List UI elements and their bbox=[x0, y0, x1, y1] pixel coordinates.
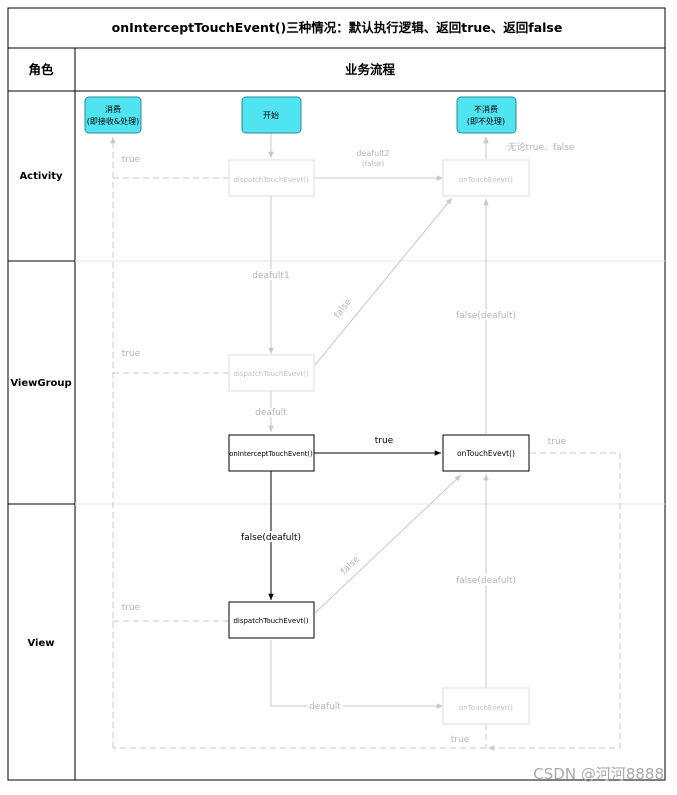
watermark: CSDN @河河8888 bbox=[533, 765, 664, 783]
node-not-consume-sublabel: (即不处理) bbox=[467, 116, 505, 126]
edge-vg-ontouch-true-loop bbox=[488, 452, 621, 751]
node-start bbox=[241, 96, 302, 134]
node-vg-dispatch bbox=[228, 354, 315, 392]
edge-label-vg-ontouch-true: true bbox=[548, 437, 567, 447]
node-view-dispatch-label: dispatchTouchEvevt() bbox=[233, 617, 308, 625]
edge-label-intercept-true: true bbox=[375, 436, 394, 446]
node-vg-intercept bbox=[228, 434, 315, 472]
lane-label-viewgroup: ViewGroup bbox=[10, 378, 71, 389]
node-view-ontouch-label: onTouchEvevt() bbox=[459, 704, 513, 712]
node-view-dispatch bbox=[228, 601, 315, 639]
diagram-title: onInterceptTouchEvent()三种情况：默认执行逻辑、返回tru… bbox=[112, 20, 563, 35]
edge-label-deafult: deafult bbox=[255, 408, 287, 418]
edge-label-deafult2-sub: (false) bbox=[362, 160, 384, 168]
edge-label-act-true: true bbox=[122, 155, 141, 165]
header-flow: 业务流程 bbox=[345, 62, 396, 77]
node-vg-ontouch-label: onTouchEvevt() bbox=[457, 449, 515, 458]
node-act-dispatch bbox=[228, 159, 315, 197]
edge-label-deafult2: deafult2 bbox=[356, 149, 389, 158]
outer-frame bbox=[7, 7, 666, 781]
lane-label-view: View bbox=[27, 638, 54, 649]
node-view-ontouch bbox=[442, 687, 530, 725]
node-consume-label: 消费 bbox=[105, 104, 121, 114]
node-not-consume bbox=[456, 96, 517, 134]
node-consume-sublabel: (即接收&处理) bbox=[87, 116, 139, 126]
lane-label-activity: Activity bbox=[19, 171, 63, 182]
node-act-ontouch-label: onTouchEvevt() bbox=[459, 176, 513, 184]
edge-vg-false-diag bbox=[314, 197, 453, 366]
edge-label-view-false-default: false(deafult) bbox=[456, 576, 516, 586]
edge-label-view-true: true bbox=[122, 603, 141, 613]
edge-label-view-deafult: deafult bbox=[309, 702, 341, 712]
edge-view-dispatch-to-ontouch bbox=[270, 640, 443, 709]
header-role: 角色 bbox=[28, 62, 54, 77]
edge-view-false-diag bbox=[314, 474, 462, 614]
edge-label-vg-false-default: false(deafult) bbox=[456, 311, 516, 321]
node-vg-dispatch-label: dispatchTouchEvevt() bbox=[233, 370, 308, 378]
node-act-ontouch bbox=[442, 159, 530, 197]
node-vg-intercept-label: onInterceptTouchEvent() bbox=[229, 450, 313, 458]
node-start-label: 开始 bbox=[263, 110, 279, 120]
node-not-consume-label: 不消费 bbox=[474, 104, 498, 114]
node-consume bbox=[84, 96, 142, 134]
node-vg-ontouch bbox=[442, 434, 530, 472]
edge-label-false-default-down: false(deafult) bbox=[241, 533, 301, 543]
edge-label-deafult1: deafult1 bbox=[252, 271, 289, 281]
node-act-dispatch-label: dispatchTouchEvevt() bbox=[233, 176, 308, 184]
edge-label-vg-true: true bbox=[122, 349, 141, 359]
edge-label-either: 无论true、false bbox=[508, 141, 575, 153]
edge-label-bottom-true: true bbox=[451, 735, 470, 745]
